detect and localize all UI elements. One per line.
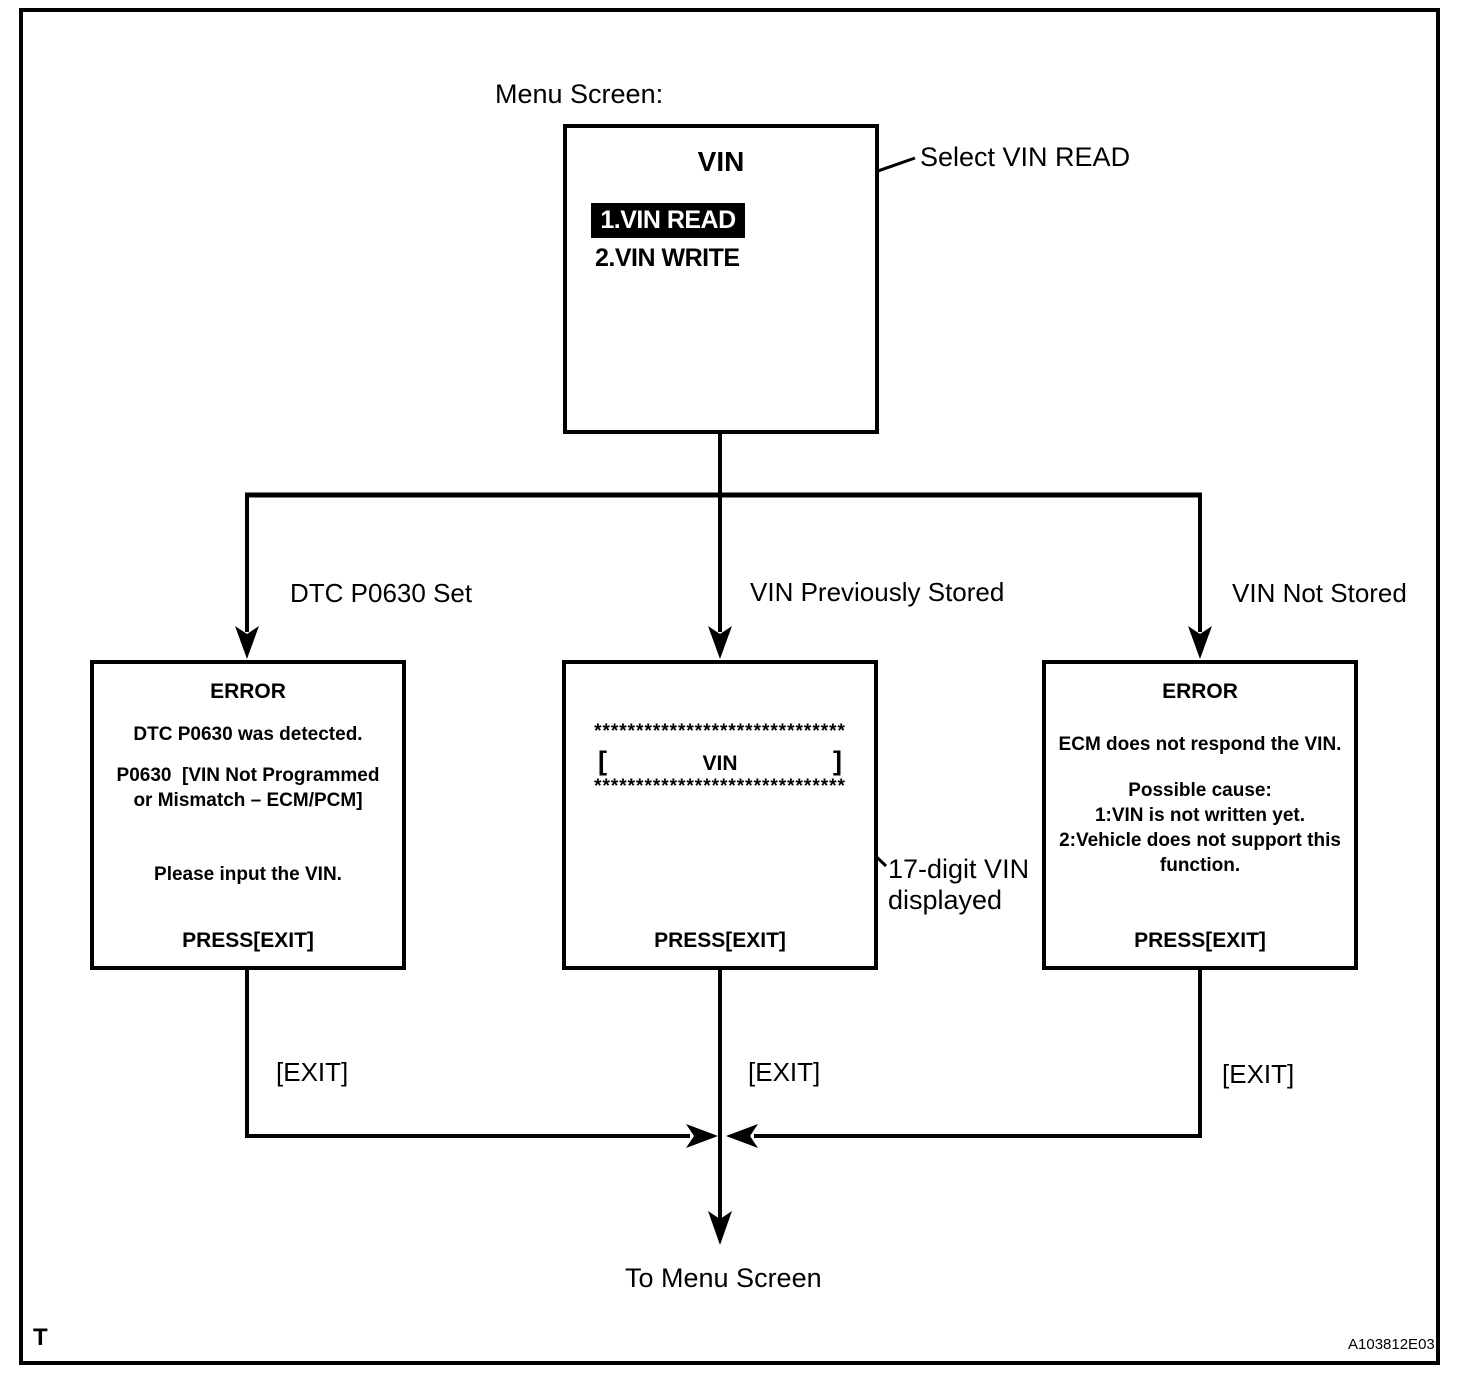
error-title: ERROR [210, 680, 286, 703]
exit-label-left: [EXIT] [276, 1057, 349, 1087]
press-exit-label: PRESS[EXIT] [654, 929, 786, 952]
close-bracket: ] [833, 746, 842, 776]
menu-item-vin-read: 1.VIN READ [591, 203, 745, 238]
branch-label-dtc-set: DTC P0630 Set [290, 578, 473, 608]
error-line: Please input the VIN. [154, 864, 342, 885]
press-exit-label: PRESS[EXIT] [182, 929, 314, 952]
vin-display-screen: ****************************** [ VIN ] *… [562, 660, 878, 970]
figure-code: A103812E03 [1348, 1336, 1435, 1353]
error-screen-dtc: ERROR DTC P0630 was detected. P0630 [VIN… [90, 660, 406, 970]
error-line: function. [1159, 855, 1241, 876]
vin-annotation-line2: displayed [888, 885, 1003, 915]
menu-item-vin-write: 2.VIN WRITE [595, 244, 740, 272]
branch-label-vin-stored: VIN Previously Stored [750, 577, 1005, 607]
stars-row: ****************************** [594, 721, 846, 742]
error-line: DTC P0630 was detected. [133, 724, 363, 745]
menu-screen-label: Menu Screen: [495, 79, 664, 109]
error-line: 2:Vehicle does not support this [1059, 830, 1341, 851]
error-line: ECM does not respond the VIN. [1058, 734, 1342, 755]
exit-label-middle: [EXIT] [748, 1057, 821, 1087]
stars-row: ****************************** [594, 776, 846, 797]
select-vin-read-annotation: Select VIN READ [920, 142, 1131, 172]
branch-label-vin-not-stored: VIN Not Stored [1232, 578, 1407, 608]
error-screen-no-response: ERROR ECM does not respond the VIN. Poss… [1042, 660, 1358, 970]
error-title: ERROR [1162, 680, 1238, 703]
vin-annotation-line1: 17-digit VIN [888, 854, 1030, 884]
to-menu-screen-label: To Menu Screen [625, 1263, 822, 1293]
press-exit-label: PRESS[EXIT] [1134, 929, 1266, 952]
outer-frame [19, 8, 1440, 1365]
open-bracket: [ [598, 746, 607, 776]
error-line: P0630 [VIN Not Programmed [116, 765, 380, 786]
menu-title: VIN [697, 146, 745, 177]
error-line: 1:VIN is not written yet. [1094, 805, 1306, 826]
menu-screen-box: VIN 1.VIN READ 2.VIN WRITE [563, 124, 879, 434]
footer-page-letter: T [33, 1324, 48, 1351]
error-line: or Mismatch – ECM/PCM] [133, 790, 363, 811]
error-line: Possible cause: [1128, 780, 1272, 801]
exit-label-right: [EXIT] [1222, 1059, 1295, 1089]
vin-value-label: VIN [702, 752, 738, 775]
